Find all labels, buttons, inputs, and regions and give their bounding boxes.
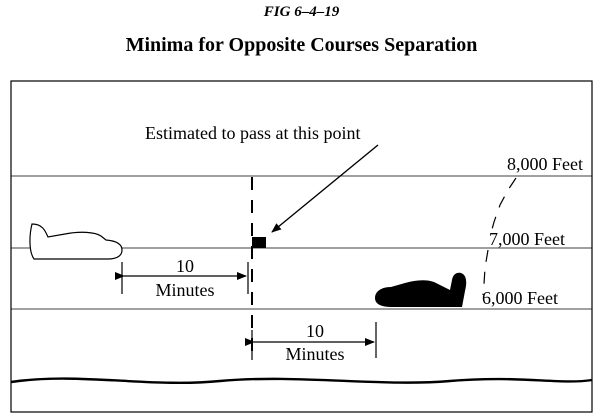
distance-top-value: 10 [176, 256, 194, 276]
passing-point-marker [252, 237, 266, 248]
distance-bottom-unit: Minutes [285, 344, 344, 364]
distance-bottom-value: 10 [306, 321, 324, 341]
altitude-label-6000: 6,000 Feet [482, 288, 558, 308]
annotation-text: Estimated to pass at this point [145, 123, 360, 143]
altitude-label-7000: 7,000 Feet [489, 229, 565, 249]
distance-top-unit: Minutes [155, 280, 214, 300]
altitude-label-8000: 8,000 Feet [507, 154, 583, 174]
